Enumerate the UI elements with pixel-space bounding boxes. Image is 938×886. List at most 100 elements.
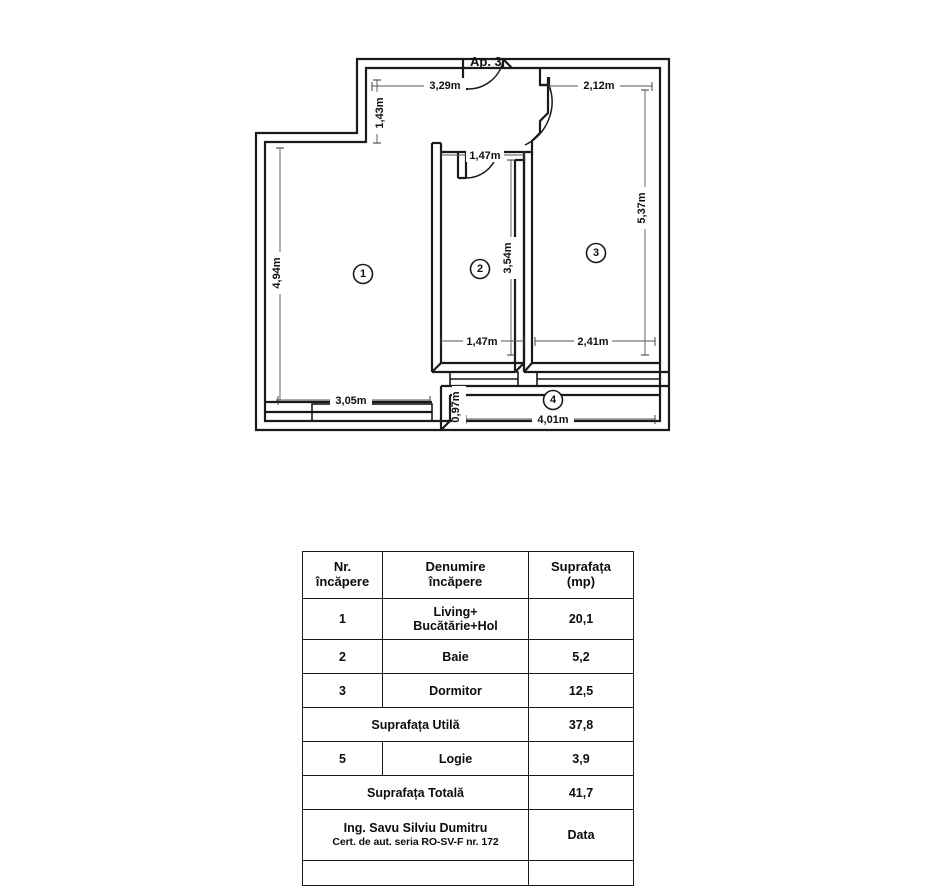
header-nr: Nr. încăpere (302, 551, 383, 599)
cell-area: 5,2 (528, 639, 634, 674)
room-marker-2-label: 2 (477, 263, 483, 275)
dim-tick-305 (277, 396, 431, 405)
room-marker-1-circle (352, 263, 374, 285)
dim-bg-147-bot (463, 334, 501, 348)
dim-tick-143 (373, 79, 381, 144)
dim-bg-354 (504, 237, 518, 279)
room-marker-2: 2 (469, 258, 491, 280)
dim-label-329: 3,29m (429, 80, 460, 92)
dim-label-537: 5,37m (636, 192, 648, 223)
dim-label-401: 4,01m (537, 414, 568, 426)
dim-label-305: 3,05m (335, 395, 366, 407)
outer-wall-line (254, 57, 671, 432)
table-row: 5 Logie 3,9 (302, 741, 634, 776)
empty-cell-right (528, 860, 634, 886)
table-header-row: Nr. încăpere Denumire încăpere Suprafața… (302, 551, 634, 599)
entry-step (502, 58, 513, 69)
cell-area: 20,1 (528, 598, 634, 640)
bedroom-wall-left-bottom (523, 362, 533, 373)
dim-label-241: 2,41m (577, 336, 608, 348)
dim-tick-241 (534, 337, 656, 346)
inner-wall-line (263, 66, 662, 423)
header-nr-line1: Nr. (333, 559, 352, 575)
header-area-line2: (mp) (566, 574, 596, 589)
bathroom-bottom-right-corner (514, 362, 525, 373)
dim-bg-097 (452, 386, 466, 428)
plan-windows (311, 371, 661, 422)
cell-nr: 2 (302, 639, 383, 674)
dim-label-147-bot: 1,47m (466, 336, 497, 348)
loggia-corner-left (440, 420, 451, 431)
total-label: Suprafața Totală (302, 775, 529, 810)
dim-bg-494 (273, 252, 287, 294)
room-marker-4-circle (542, 389, 564, 411)
cell-nr: 1 (302, 598, 383, 640)
header-name-line1: Denumire (425, 559, 486, 575)
cell-nr: 5 (302, 741, 383, 776)
cell-name: Baie (382, 639, 529, 674)
dim-bg-241 (574, 334, 612, 348)
dim-bg-401 (532, 412, 574, 426)
dim-label-147-top: 1,47m (469, 150, 500, 162)
cell-name: Dormitor (382, 673, 529, 708)
dim-tick-147-bot (440, 337, 525, 346)
dim-bg-537 (638, 187, 652, 229)
header-name-line2: încăpere (428, 574, 483, 589)
dim-tick-537 (641, 89, 649, 356)
room-area-table: Nr. încăpere Denumire încăpere Suprafața… (302, 551, 634, 886)
cell-nr: 3 (302, 673, 383, 708)
table-row-total: Suprafața Totală 41,7 (302, 775, 634, 810)
entry-door-swing (467, 61, 504, 90)
room-marker-4-label: 4 (550, 394, 557, 406)
plan-walls (254, 57, 671, 432)
dim-tick-354 (507, 159, 515, 356)
dim-label-097: 0,97m (450, 391, 462, 422)
room-markers: 1 2 3 4 (352, 242, 607, 411)
floor-plan-drawing: 3,29m 2,12m 1,43m 1,47m 1,47m 3,54m 2,41… (254, 54, 671, 432)
plan-dimension-labels: 3,29m 2,12m 1,43m 1,47m 1,47m 3,54m 2,41… (271, 78, 652, 428)
cell-area: 3,9 (528, 741, 634, 776)
date-label: Data (528, 809, 634, 861)
dim-bg-329 (424, 78, 466, 92)
table-row-subtotal: Suprafața Utilă 37,8 (302, 707, 634, 742)
empty-cell-left (302, 860, 529, 886)
apartment-label: Ap. 3 (470, 54, 502, 69)
dim-bg-305 (330, 393, 372, 407)
engineer-name: Ing. Savu Silviu Dumitru (343, 820, 488, 835)
room-marker-3-circle (585, 242, 607, 264)
header-area: Suprafața (mp) (528, 551, 634, 599)
cell-name: Living+ Bucătărie+Hol (382, 598, 529, 640)
room-marker-3: 3 (585, 242, 607, 264)
header-nr-line2: încăpere (315, 574, 370, 589)
dim-tick-147-top (440, 151, 525, 160)
bathroom-bottom-left-corner (431, 362, 442, 373)
subtotal-area: 37,8 (528, 707, 634, 742)
table-row-empty (302, 860, 634, 886)
cell-name-line1: Living+ (433, 604, 478, 619)
room-marker-1-label: 1 (360, 268, 366, 280)
room-marker-1: 1 (352, 263, 374, 285)
cell-area: 12,5 (528, 673, 634, 708)
table-row: 2 Baie 5,2 (302, 639, 634, 674)
cell-name: Logie (382, 741, 529, 776)
engineer-certificate: Cert. de aut. seria RO-SV-F nr. 172 (332, 835, 499, 848)
dim-bg-212 (578, 78, 620, 92)
room-marker-4: 4 (542, 389, 564, 411)
floor-plan: 3,29m 2,12m 1,43m 1,47m 1,47m 3,54m 2,41… (254, 54, 671, 432)
header-area-line1: Suprafața (551, 559, 611, 575)
table-row: 1 Living+ Bucătărie+Hol 20,1 (302, 598, 634, 640)
table-row-signature: Ing. Savu Silviu Dumitru Cert. de aut. s… (302, 809, 634, 861)
cell-name-line2: Bucătărie+Hol (413, 619, 498, 633)
dim-label-143: 1,43m (374, 97, 386, 128)
room-marker-2-circle (469, 258, 491, 280)
hall-door-swing (524, 84, 553, 146)
hall-bedroom-wall (524, 77, 550, 154)
dim-label-354: 3,54m (502, 242, 514, 273)
dim-tick-212 (548, 82, 653, 91)
dim-label-494: 4,94m (271, 257, 283, 288)
bathroom-jamb-left (441, 150, 468, 178)
room-marker-3-label: 3 (593, 247, 599, 259)
header-name: Denumire încăpere (382, 551, 529, 599)
subtotal-label: Suprafața Utilă (302, 707, 529, 742)
dim-bg-143 (370, 92, 384, 134)
